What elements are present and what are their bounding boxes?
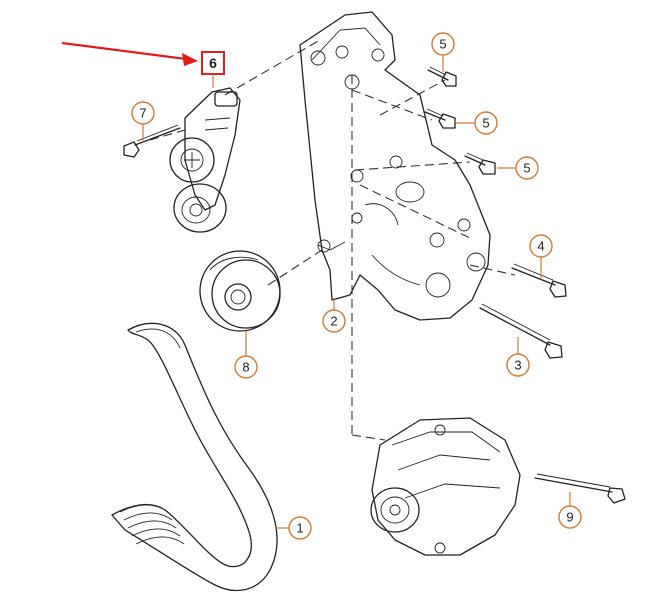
callout-tensioner-highlighted: 6 — [201, 51, 225, 88]
callout-bolt-c: 5 — [497, 156, 539, 180]
mounting-bracket — [299, 11, 491, 321]
bolt-3 — [479, 303, 563, 359]
callout-bolt-tensioner: 7 — [131, 101, 155, 142]
bolt-9 — [534, 473, 626, 504]
assembly-guide-lines — [149, 39, 516, 441]
belt-tensioner — [169, 87, 241, 233]
callout-label-8: 8 — [242, 360, 249, 375]
callout-bolt-b: 5 — [456, 111, 498, 135]
callout-label-4: 4 — [537, 239, 544, 254]
callout-idler-pulley: 8 — [234, 331, 258, 379]
bolt-5-middle — [424, 108, 456, 129]
callout-label-1: 1 — [296, 521, 303, 536]
bolt-5-upper — [427, 66, 457, 87]
idler-pulley — [199, 250, 281, 332]
callout-bracket: 2 — [322, 298, 346, 333]
bolt-4 — [511, 263, 567, 298]
callout-bolt-medium: 4 — [529, 234, 553, 278]
callout-bolt-a: 5 — [431, 32, 455, 72]
alternator — [370, 417, 521, 556]
callout-bolt-long: 3 — [506, 337, 530, 377]
callout-label-2: 2 — [330, 314, 337, 329]
callout-label-7: 7 — [139, 106, 146, 121]
callout-label-6: 6 — [209, 55, 217, 71]
drive-belt — [111, 322, 278, 592]
callout-label-5c: 5 — [523, 161, 530, 176]
callout-label-5a: 5 — [439, 37, 446, 52]
callout-label-9: 9 — [566, 510, 573, 525]
callout-belt: 1 — [275, 516, 312, 540]
bolt-5-lower — [464, 152, 496, 175]
bolt-7 — [123, 124, 181, 158]
callout-label-3: 3 — [514, 358, 521, 373]
callout-alternator-bolt: 9 — [558, 492, 582, 529]
highlight-arrow — [61, 41, 198, 66]
callout-label-5b: 5 — [482, 116, 489, 131]
